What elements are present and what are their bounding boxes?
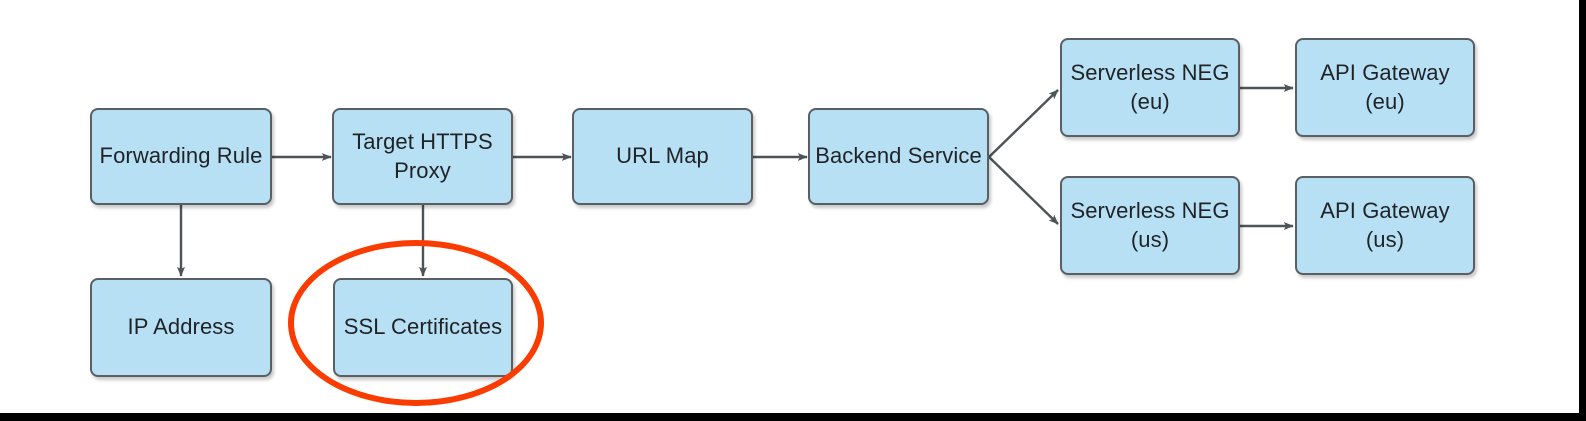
edge-backend-service-to-serverless-neg-eu [988,89,1059,158]
node-api-gateway-us[interactable]: API Gateway (us) [1295,176,1475,275]
edge-backend-service-to-serverless-neg-us [988,156,1059,225]
node-ssl-certificates[interactable]: SSL Certificates [333,278,513,377]
node-api-gateway-eu[interactable]: API Gateway (eu) [1295,38,1475,137]
node-serverless-neg-eu[interactable]: Serverless NEG (eu) [1060,38,1240,137]
node-ip-address[interactable]: IP Address [90,278,272,377]
node-target-https-proxy[interactable]: Target HTTPS Proxy [332,108,513,205]
node-forwarding-rule[interactable]: Forwarding Rule [90,108,272,205]
frame-right-border [1579,0,1586,421]
frame-bottom-border [0,413,1586,421]
node-url-map[interactable]: URL Map [572,108,753,205]
node-backend-service[interactable]: Backend Service [808,108,989,205]
node-serverless-neg-us[interactable]: Serverless NEG (us) [1060,176,1240,275]
